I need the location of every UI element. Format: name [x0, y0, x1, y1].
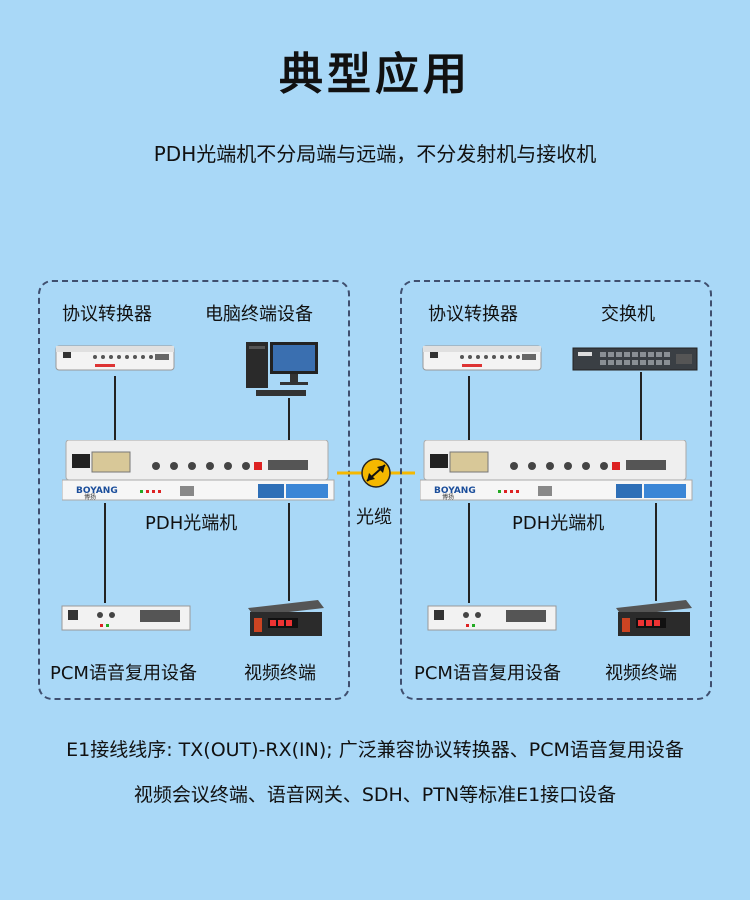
left-brand-cn-text: 博扬 — [84, 493, 96, 501]
left-video-terminal-device — [248, 600, 324, 636]
footer-compatibility-note: 视频会议终端、语音网关、SDH、PTN等标准E1接口设备 — [133, 784, 617, 806]
right-pcm-link-line — [468, 503, 470, 603]
right-switch-link-line — [640, 372, 642, 442]
fiber-cable — [337, 458, 415, 488]
left-protocol-converter-label: 协议转换器 — [62, 304, 152, 325]
left-pc-link-line — [288, 398, 290, 442]
left-site-group — [38, 280, 350, 700]
right-pdh-optical-terminal: BOYANG 博扬 — [420, 440, 693, 501]
right-site-group — [400, 280, 712, 700]
right-video-label: 视频终端 — [605, 663, 677, 684]
left-video-link-line — [288, 503, 290, 601]
left-brand-text: BOYANG — [76, 486, 118, 496]
right-brand-cn-text: 博扬 — [442, 493, 454, 501]
page-subtitle: PDH光端机不分局端与远端，不分发射机与接收机 — [153, 142, 597, 166]
left-pc-terminal-device — [246, 342, 318, 396]
right-brand-text: BOYANG — [434, 486, 476, 496]
right-protocol-converter-label: 协议转换器 — [428, 304, 518, 325]
left-video-label: 视频终端 — [244, 663, 316, 684]
left-pdh-optical-terminal: BOYANG 博扬 — [62, 440, 335, 501]
left-pcm-device — [61, 605, 191, 631]
left-pc-terminal-label: 电脑终端设备 — [205, 304, 313, 325]
right-pcm-device — [427, 605, 557, 631]
page-title: 典型应用 — [279, 49, 471, 100]
fiber-label: 光缆 — [356, 507, 392, 528]
left-pdh-label: PDH光端机 — [145, 513, 238, 534]
right-pcm-label: PCM语音复用设备 — [414, 663, 561, 684]
right-converter-link-line — [468, 376, 470, 442]
footer-wiring-note: E1接线线序: TX(OUT)-RX(IN); 广泛兼容协议转换器、PCM语音复… — [66, 739, 684, 761]
left-pcm-label: PCM语音复用设备 — [50, 663, 197, 684]
right-switch-label: 交换机 — [601, 304, 655, 325]
left-converter-link-line — [114, 376, 116, 442]
right-pdh-label: PDH光端机 — [512, 513, 605, 534]
left-pcm-link-line — [104, 503, 106, 603]
right-protocol-converter-device — [422, 345, 542, 371]
right-switch-device — [572, 347, 698, 371]
right-video-link-line — [655, 503, 657, 601]
right-video-terminal-device — [616, 600, 692, 636]
left-protocol-converter-device — [55, 345, 175, 371]
